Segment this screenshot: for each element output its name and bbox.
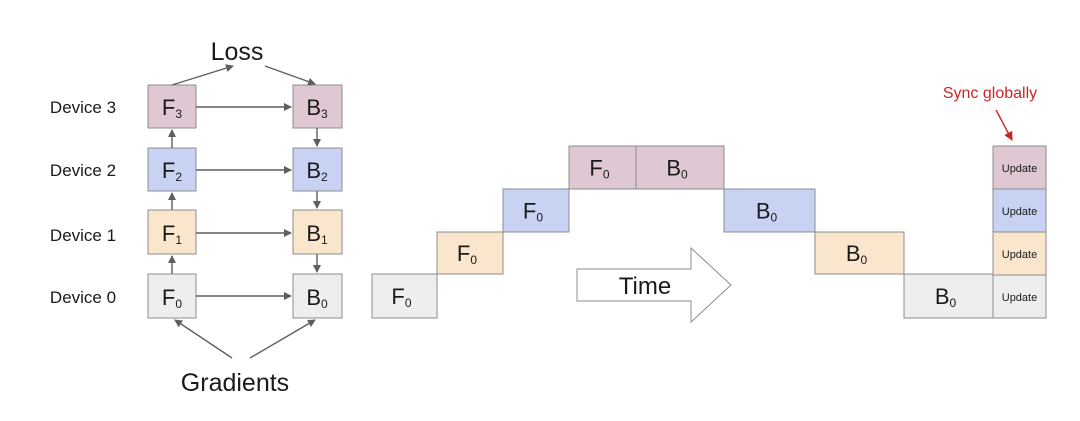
arrow-gradients-b0 — [249, 319, 316, 359]
model-parallel-diagram: Loss Gradients Device 3 Device 2 Device … — [50, 38, 343, 397]
device-3-backward-box: B3 — [292, 84, 343, 129]
gradients-label: Gradients — [181, 369, 289, 397]
device-1-label: Device 1 — [50, 226, 116, 245]
svg-text:Update: Update — [1002, 292, 1037, 304]
device-1-forward-box: F1 — [147, 209, 197, 255]
device-0-label: Device 0 — [50, 288, 116, 307]
svg-text:B0: B0 — [846, 241, 868, 267]
svg-text:F0: F0 — [589, 156, 609, 182]
sync-globally-label: Sync globally — [943, 85, 1037, 102]
time-arrow: Time — [576, 246, 732, 324]
timeline-block-forward-0: F0 — [371, 273, 438, 319]
svg-text:B0: B0 — [666, 156, 688, 182]
svg-text:B2: B2 — [306, 158, 328, 184]
sync-arrow — [995, 109, 1013, 141]
svg-text:F0: F0 — [523, 199, 543, 225]
svg-text:F0: F0 — [162, 285, 182, 311]
svg-text:B0: B0 — [935, 284, 957, 310]
svg-text:Update: Update — [1002, 249, 1037, 261]
svg-text:F2: F2 — [162, 158, 182, 184]
update-block-1: Update — [992, 188, 1047, 233]
update-block-0: Update — [992, 145, 1047, 190]
arrow-gradients-f0 — [174, 319, 233, 359]
svg-text:F0: F0 — [391, 284, 411, 310]
timeline-block-forward-3: F0 — [568, 145, 637, 190]
device-2-label: Device 2 — [50, 161, 116, 180]
svg-text:F3: F3 — [162, 95, 182, 121]
svg-text:B3: B3 — [306, 95, 328, 121]
arrow-loss-b3 — [264, 65, 316, 86]
svg-text:F0: F0 — [457, 241, 477, 267]
timeline-block-backward-6: B0 — [814, 231, 905, 275]
update-block-2: Update — [992, 231, 1047, 276]
svg-text:Update: Update — [1002, 163, 1037, 175]
device-0-backward-box: B0 — [292, 273, 343, 319]
time-label: Time — [619, 273, 671, 300]
timeline-block-backward-5: B0 — [723, 188, 816, 233]
timeline-block-backward-4: B0 — [635, 145, 725, 190]
timeline-block-forward-2: F0 — [502, 188, 570, 233]
device-2-forward-box: F2 — [147, 147, 197, 192]
device-3-label: Device 3 — [50, 98, 116, 117]
svg-text:B1: B1 — [306, 221, 328, 247]
update-block-3: Update — [992, 274, 1047, 319]
device-3-forward-box: F3 — [147, 84, 197, 129]
svg-text:B0: B0 — [306, 285, 328, 311]
device-0-forward-box: F0 — [147, 273, 197, 319]
svg-text:B0: B0 — [756, 199, 778, 225]
device-2-backward-box: B2 — [292, 147, 343, 192]
timeline-block-forward-1: F0 — [436, 231, 504, 275]
arrow-f3-loss — [171, 64, 234, 86]
svg-text:F1: F1 — [162, 221, 182, 247]
loss-label: Loss — [211, 38, 264, 66]
svg-text:Update: Update — [1002, 206, 1037, 218]
device-1-backward-box: B1 — [292, 209, 343, 255]
timeline-block-backward-7: B0 — [903, 273, 994, 319]
